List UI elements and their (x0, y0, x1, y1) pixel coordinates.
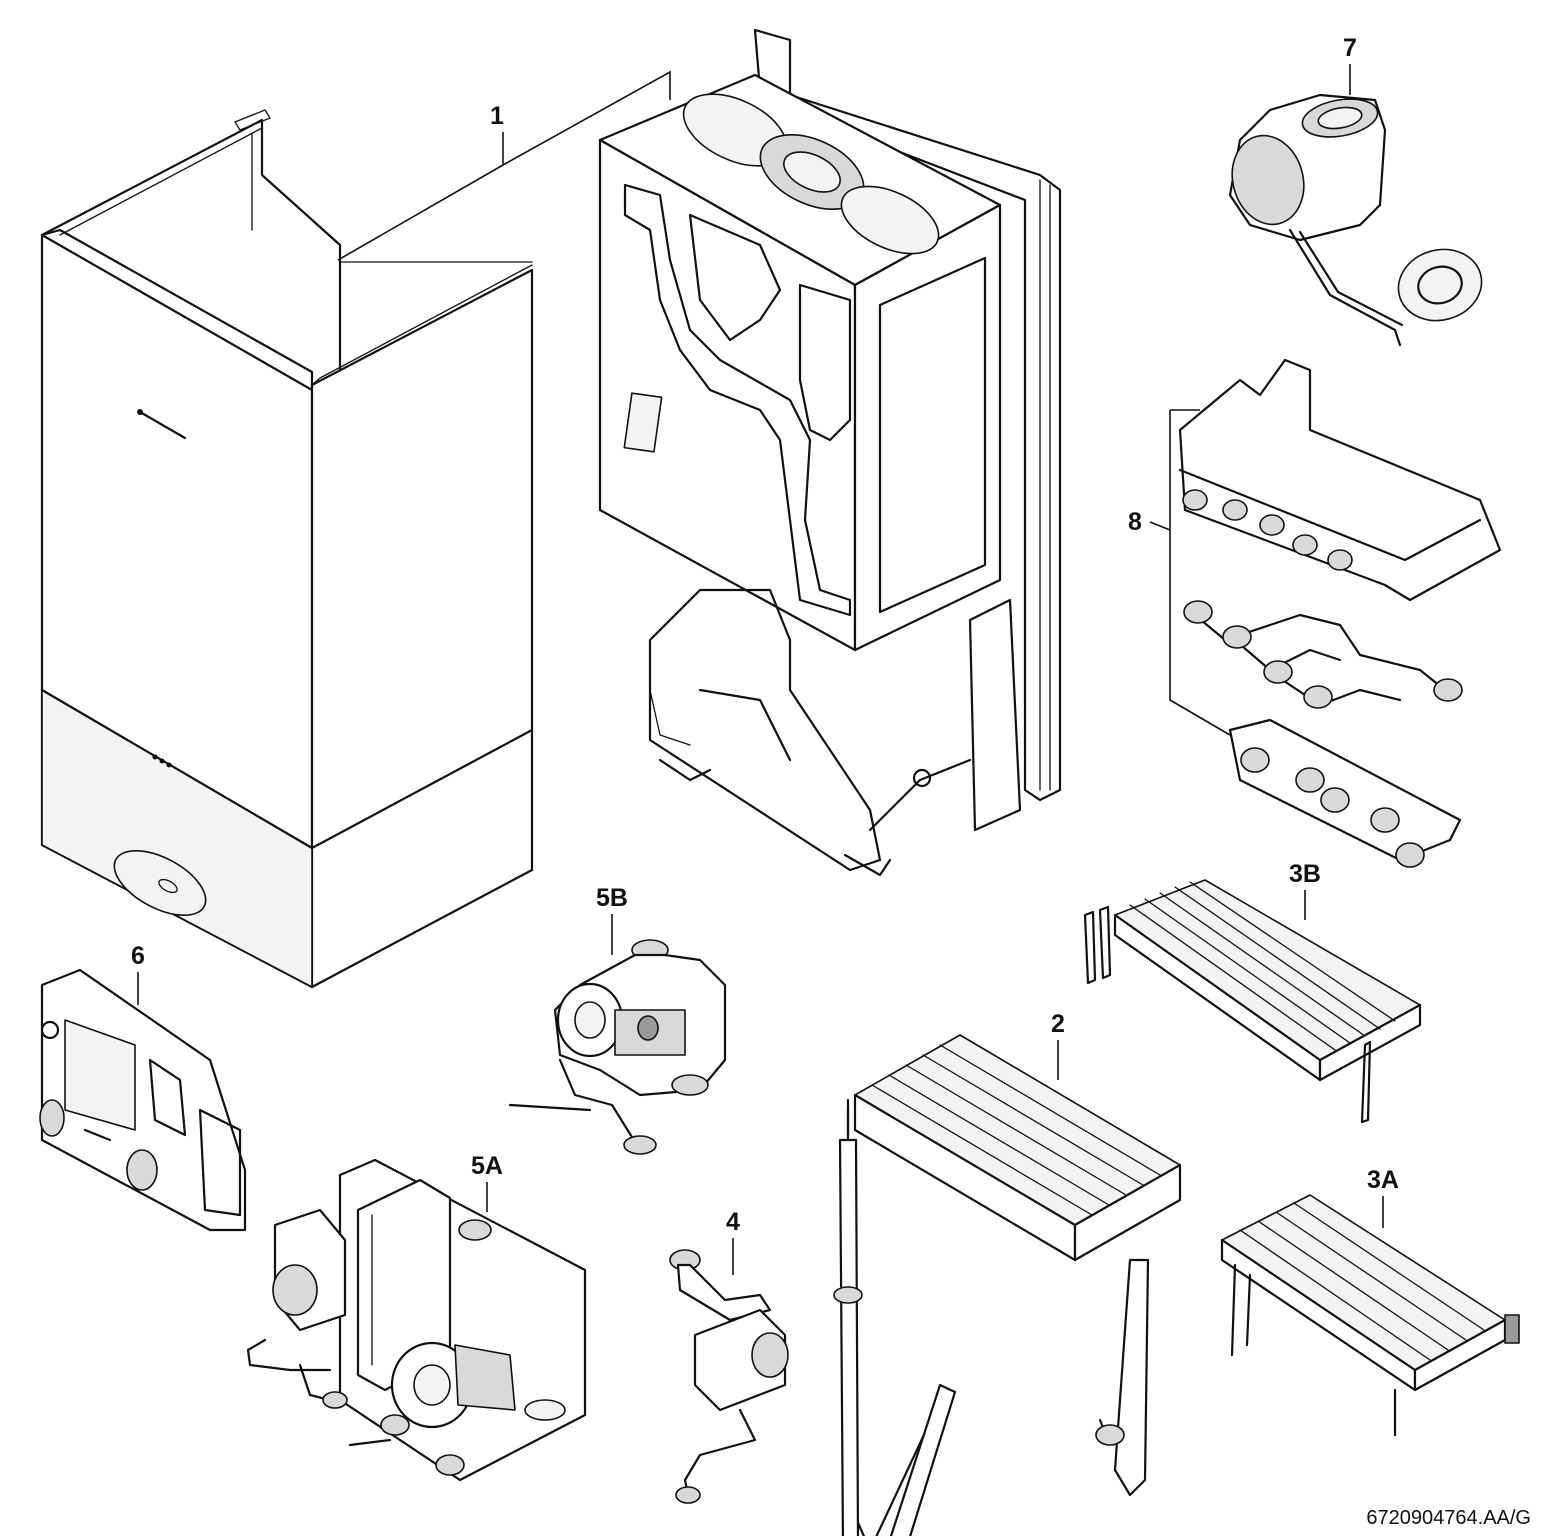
combustion-chamber-frame (598, 28, 1062, 877)
callout-5B: 5B (596, 884, 628, 912)
burner-3a (1220, 1194, 1520, 1437)
callout-4: 4 (726, 1208, 740, 1236)
callout-6: 6 (131, 942, 145, 970)
callout-3B: 3B (1289, 860, 1321, 888)
callout-1: 1 (490, 102, 504, 130)
connection-manifold-set (1169, 358, 1502, 868)
gas-valve (669, 1249, 789, 1504)
callout-8: 8 (1128, 508, 1142, 536)
callout-3A: 3A (1367, 1166, 1399, 1194)
callout-7: 7 (1343, 34, 1357, 62)
callout-5A: 5A (471, 1152, 503, 1180)
pump-group-5b (508, 939, 727, 1155)
burner-3b (1083, 879, 1422, 1124)
heat-exchanger (833, 1034, 1182, 1536)
pump-group-5a (246, 1158, 587, 1482)
control-unit (39, 968, 247, 1232)
document-reference: 6720904764.AA/G (1366, 1507, 1531, 1529)
callout-labels: 1 2 3A 3B 4 5A 5B 6 7 8 (131, 34, 1399, 1275)
callout-2: 2 (1051, 1010, 1065, 1038)
front-casing (40, 109, 534, 989)
fan-assembly (1228, 93, 1483, 347)
